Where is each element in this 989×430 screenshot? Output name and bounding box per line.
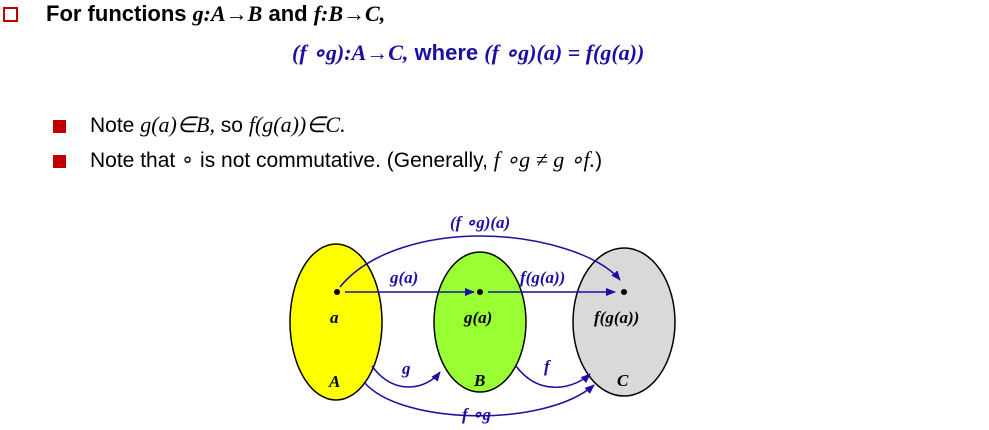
label-top-arrow: (f ∘g)(a) [450, 213, 510, 232]
label-set-a: A [328, 372, 340, 391]
label-set-b: B [473, 371, 485, 390]
label-g-of-a-arrow: g(a) [389, 268, 418, 287]
arrow-f-set [515, 365, 591, 388]
heading-line-2: (f ∘g):A→C, where (f ∘g)(a) = f(g(a)) [292, 40, 645, 65]
checkbox-bullet-icon [3, 7, 18, 22]
label-point-b: g(a) [463, 308, 492, 327]
set-a-ellipse [289, 243, 383, 401]
note-1: Note g(a)∈B, so f(g(a))∈C. [90, 112, 346, 137]
heading-line-1: For functions g:A→B and f:B→C, [46, 1, 386, 26]
arrow-f-compose-g-bottom [363, 381, 595, 417]
arrow-g-set [371, 365, 441, 388]
label-point-a: a [330, 308, 339, 327]
label-f-arrow: f [544, 357, 552, 376]
arrow-f-compose-g-top [339, 235, 621, 288]
bullet-square-icon [53, 120, 66, 133]
label-point-c: f(g(a)) [594, 308, 639, 327]
label-g-arrow: g [401, 359, 411, 378]
label-set-c: C [617, 371, 629, 390]
point-c-dot [621, 289, 627, 295]
set-b-ellipse [433, 251, 527, 393]
label-f-of-g-arrow: f(g(a)) [520, 268, 565, 287]
point-b-dot [477, 289, 483, 295]
point-a-dot [334, 289, 340, 295]
note-2: Note that ∘ is not commutative. (General… [90, 147, 603, 172]
label-bottom-arrow: f ∘g [462, 405, 492, 424]
bullet-square-icon [53, 155, 66, 168]
set-c-ellipse [572, 247, 676, 397]
